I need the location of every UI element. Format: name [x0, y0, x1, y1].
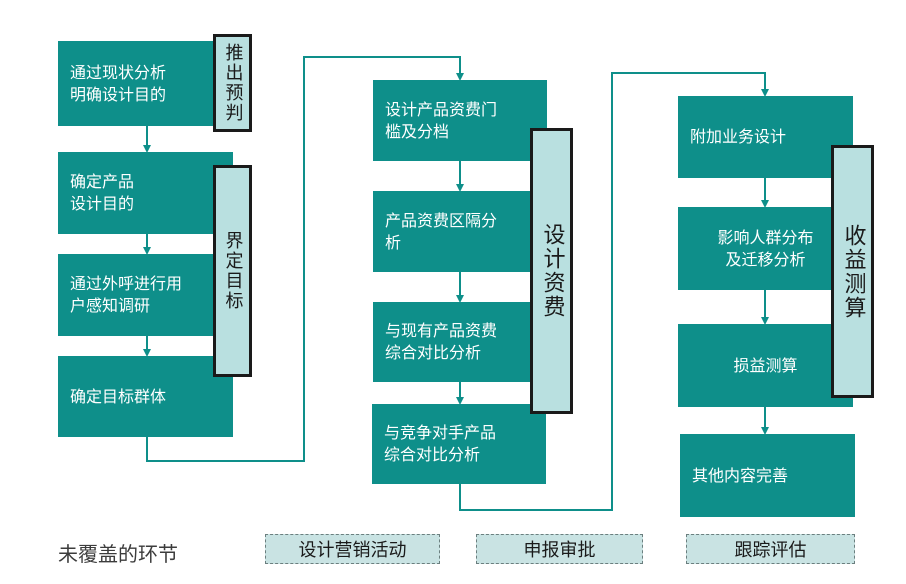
uncovered-label: 未覆盖的环节	[58, 542, 178, 566]
step-text: 设计产品资费门 槛及分档	[385, 99, 498, 141]
uncovered-item-marketing: 设计营销活动	[265, 534, 440, 564]
step-box-c1-4: 确定目标群体	[58, 356, 233, 437]
step-box-c3-1: 附加业务设计	[678, 96, 853, 178]
step-text: 其他内容完善	[692, 465, 789, 485]
uncovered-item-approval: 申报审批	[476, 534, 643, 564]
step-text: 通过外呼进行用 户感知调研	[70, 274, 183, 315]
connector-col1-col2	[146, 56, 464, 462]
step-box-c1-3: 通过外呼进行用 户感知调研	[58, 254, 233, 336]
step-text: 确定目标群体	[70, 386, 167, 406]
step-text: 产品资费区隔分 析	[385, 210, 498, 252]
step-box-c3-2: 影响人群分布 及迁移分析	[678, 207, 853, 290]
connector-col2-col3	[459, 72, 769, 511]
step-box-c1-2: 确定产品 设计目的	[58, 152, 233, 234]
step-box-c3-3: 损益测算	[678, 324, 853, 407]
step-box-c3-4: 其他内容完善	[680, 434, 855, 517]
phase-tag-revenue-calc: 收益测算	[831, 145, 874, 398]
step-text: 附加业务设计	[690, 127, 787, 146]
phase-tag-design-tariff: 设计资费	[530, 128, 573, 414]
step-text: 与现有产品资费 综合对比分析	[385, 321, 498, 362]
step-box-c2-4: 与竞争对手产品 综合对比分析	[372, 404, 546, 484]
step-box-c1-1: 通过现状分析 明确设计目的	[58, 41, 233, 126]
step-text: 与竞争对手产品 综合对比分析	[384, 423, 497, 464]
phase-tag-define-target: 界定目标	[213, 165, 252, 377]
step-box-c2-2: 产品资费区隔分 析	[373, 191, 547, 272]
step-box-c2-3: 与现有产品资费 综合对比分析	[373, 302, 547, 382]
step-text: 影响人群分布 及迁移分析	[717, 227, 814, 269]
phase-tag-predict: 推出预判	[213, 34, 252, 132]
step-text: 损益测算	[733, 355, 798, 375]
step-box-c2-1: 设计产品资费门 槛及分档	[373, 80, 547, 161]
step-text: 确定产品 设计目的	[70, 172, 135, 213]
step-text: 通过现状分析 明确设计目的	[70, 62, 167, 104]
uncovered-item-tracking: 跟踪评估	[686, 534, 855, 564]
